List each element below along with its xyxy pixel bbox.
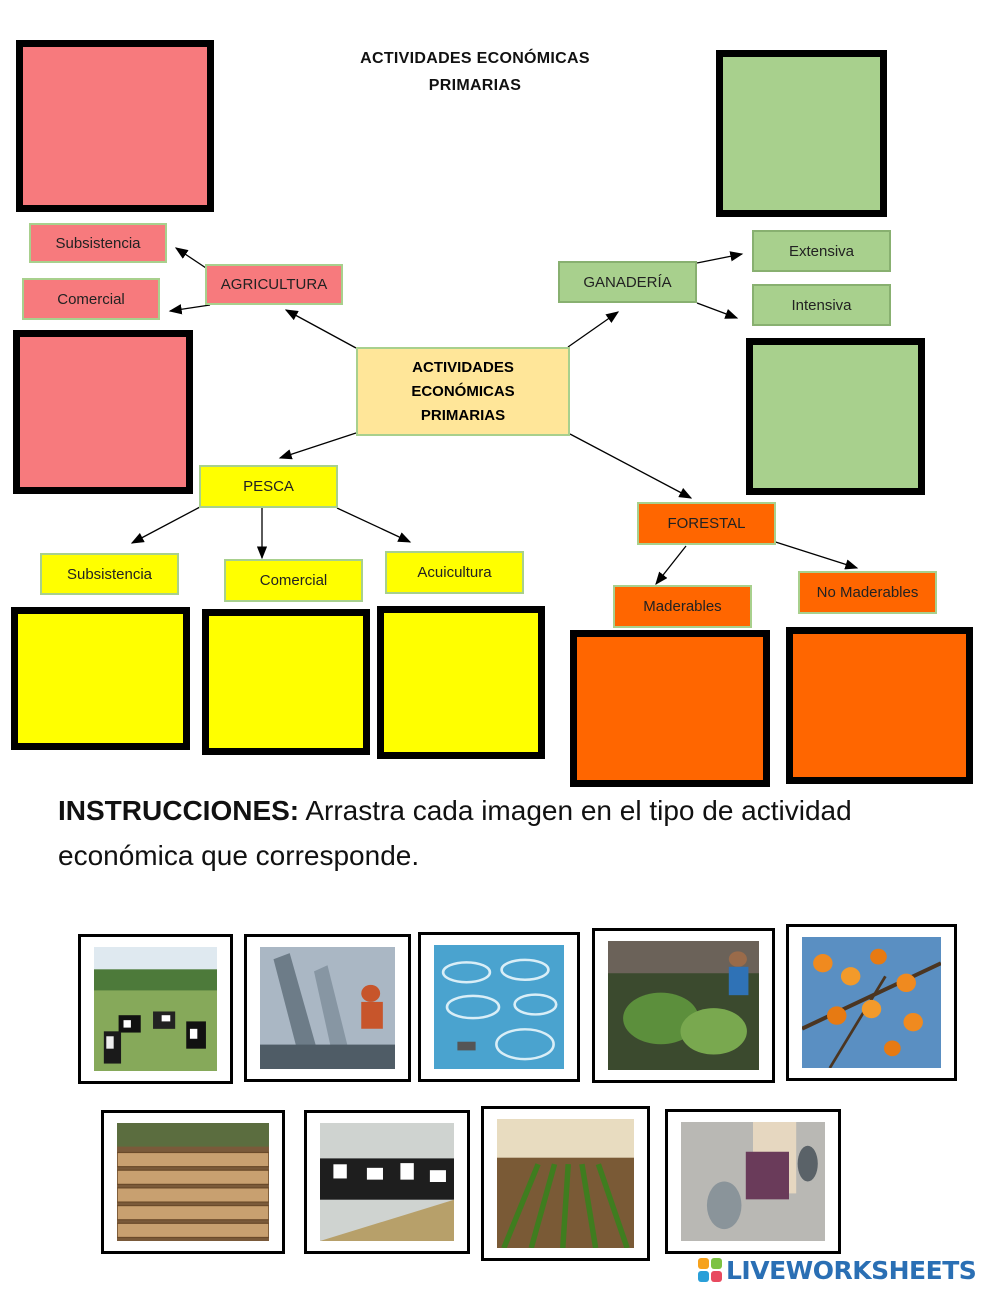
instructions: INSTRUCCIONES: Arrastra cada imagen en e… (58, 788, 938, 878)
arrow-agri-subsistencia (174, 247, 207, 269)
page-title-line1: ACTIVIDADES ECONÓMICAS (360, 50, 590, 67)
arrow-pesca-subsistencia (130, 506, 201, 544)
fish-catch-icon (681, 1122, 825, 1241)
label-pesca: PESCA (199, 465, 338, 508)
dairy-cows-feeding-icon (320, 1123, 454, 1241)
fruit-tree-icon (802, 937, 941, 1068)
arrow-to-pesca (278, 432, 357, 460)
center-line1: ACTIVIDADES (412, 358, 514, 376)
drop-zone-pesca-subsistencia[interactable] (11, 607, 190, 750)
drop-zone-pesca-comercial[interactable] (202, 609, 370, 755)
page-title: ACTIVIDADES ECONÓMICAS PRIMARIAS (330, 45, 620, 99)
image-card-fruit-tree[interactable] (786, 924, 957, 1081)
timber-logs-icon (117, 1123, 269, 1241)
arrow-gan-intensiva (696, 302, 739, 319)
brand-mark-icon (698, 1258, 722, 1282)
image-card-timber-logs[interactable] (101, 1110, 285, 1254)
instructions-heading: INSTRUCCIONES: (58, 795, 300, 826)
image-card-cows-pasture[interactable] (78, 934, 233, 1084)
drop-zone-pesca-acuicultura[interactable] (377, 606, 545, 759)
crop-field-icon (497, 1119, 634, 1248)
label-gan-extensiva: Extensiva (752, 230, 891, 272)
cows-pasture-icon (94, 947, 217, 1071)
label-pesca-subsistencia: Subsistencia (40, 553, 179, 595)
arrows-layer (130, 247, 859, 586)
tuna-fishing-icon (260, 947, 395, 1069)
image-card-crop-field[interactable] (481, 1106, 650, 1261)
brand-name: LIVEWORKSHEETS (726, 1255, 977, 1285)
page-title-line2: PRIMARIAS (428, 77, 522, 94)
arrow-agri-comercial (168, 304, 211, 315)
arrow-to-forestal (569, 433, 693, 499)
center-line3: PRIMARIAS (420, 406, 506, 424)
center-line2: ECONÓMICAS (411, 382, 515, 400)
arrow-to-ganaderia (567, 311, 620, 348)
drop-zone-agri-subsistencia[interactable] (16, 40, 214, 212)
label-agri-subsistencia: Subsistencia (29, 223, 167, 263)
arrow-forestal-nomaderables (759, 536, 859, 570)
vegetable-garden-icon (608, 941, 759, 1070)
drop-zone-agri-comercial[interactable] (13, 330, 193, 494)
brand-logo: LIVEWORKSHEETS (698, 1255, 977, 1285)
label-center: ACTIVIDADES ECONÓMICAS PRIMARIAS (356, 347, 570, 436)
label-forestal-maderables: Maderables (613, 585, 752, 628)
label-agri-comercial: Comercial (22, 278, 160, 320)
image-card-fish-farm[interactable] (418, 932, 580, 1082)
label-pesca-acuicultura: Acuicultura (385, 551, 524, 594)
label-gan-intensiva: Intensiva (752, 284, 891, 326)
label-agricultura: AGRICULTURA (205, 264, 343, 305)
label-forestal-nomaderables: No Maderables (798, 571, 937, 614)
arrow-gan-extensiva (696, 251, 744, 264)
instructions-text: Arrastra cada imagen en el tipo de activ… (58, 795, 852, 871)
label-pesca-comercial: Comercial (224, 559, 363, 602)
drop-zone-forestal-maderables[interactable] (570, 630, 770, 787)
image-card-dairy-cows[interactable] (304, 1110, 470, 1254)
image-card-tuna-fishing[interactable] (244, 934, 411, 1082)
fish-farm-cages-icon (434, 945, 564, 1069)
drop-zone-gan-extensiva[interactable] (716, 50, 887, 217)
label-forestal: FORESTAL (637, 502, 776, 545)
image-card-fish-catch[interactable] (665, 1109, 841, 1254)
label-ganaderia: GANADERÍA (558, 261, 697, 303)
arrow-forestal-maderables (655, 545, 687, 586)
arrow-to-agricultura (284, 309, 357, 349)
image-card-vegetable-garden[interactable] (592, 928, 775, 1083)
arrow-pesca-acuicultura (336, 507, 412, 543)
drop-zone-forestal-nomaderables[interactable] (786, 627, 973, 784)
drop-zone-gan-intensiva[interactable] (746, 338, 925, 495)
